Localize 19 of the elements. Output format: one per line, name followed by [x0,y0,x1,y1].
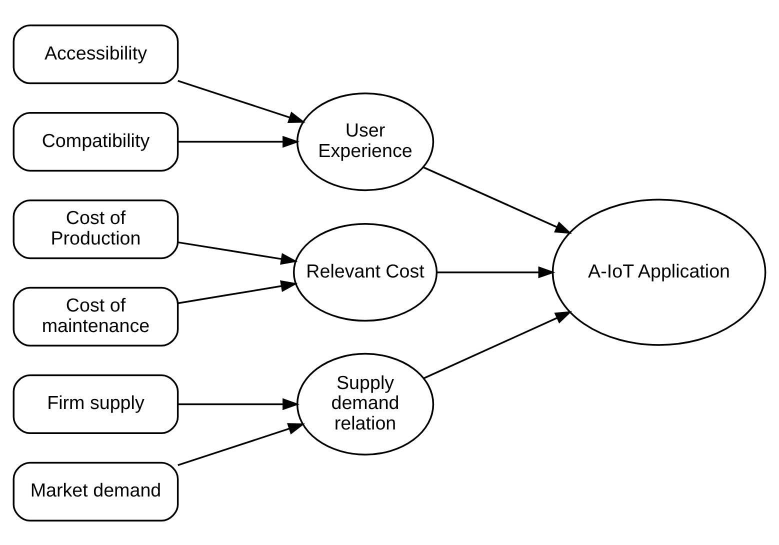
node-box: Compatibility [12,111,179,172]
node-box: Cost of Production [12,198,179,259]
arrow [178,398,300,410]
arrow [178,280,298,304]
node-ellipse: User Experience [296,92,434,191]
arrow [178,79,306,122]
node-box: Cost of maintenance [12,286,179,346]
node-ellipse: A-IoT Application [552,198,766,346]
node-ellipse: Relevant Cost [292,222,438,322]
arrow [178,135,300,148]
arrow [178,422,306,466]
arrow [423,166,572,234]
node-box: Market demand [12,461,179,521]
node-box: Firm supply [12,374,179,434]
node-box: Accessibility [12,24,179,84]
node-ellipse: Supply demand relation [296,352,434,455]
arrow [423,310,572,379]
arrow [437,266,556,278]
arrow [178,240,298,264]
